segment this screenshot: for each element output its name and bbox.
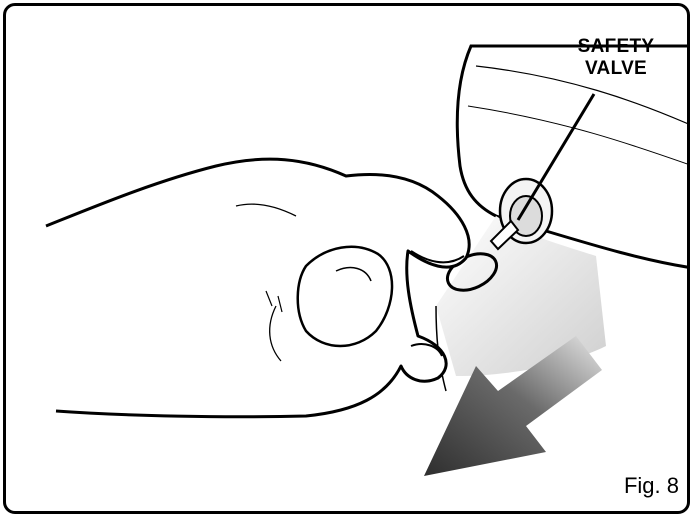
label-line-1: SAFETY bbox=[561, 36, 671, 58]
illustration bbox=[6, 6, 690, 514]
label-line-2: VALVE bbox=[561, 58, 671, 80]
figure-caption: Fig. 8 bbox=[624, 473, 679, 499]
safety-valve-label: SAFETY VALVE bbox=[561, 36, 671, 80]
diagram-frame: SAFETY VALVE Fig. 8 bbox=[3, 3, 690, 514]
appliance-body bbox=[436, 46, 690, 391]
hand-icon bbox=[46, 159, 469, 417]
